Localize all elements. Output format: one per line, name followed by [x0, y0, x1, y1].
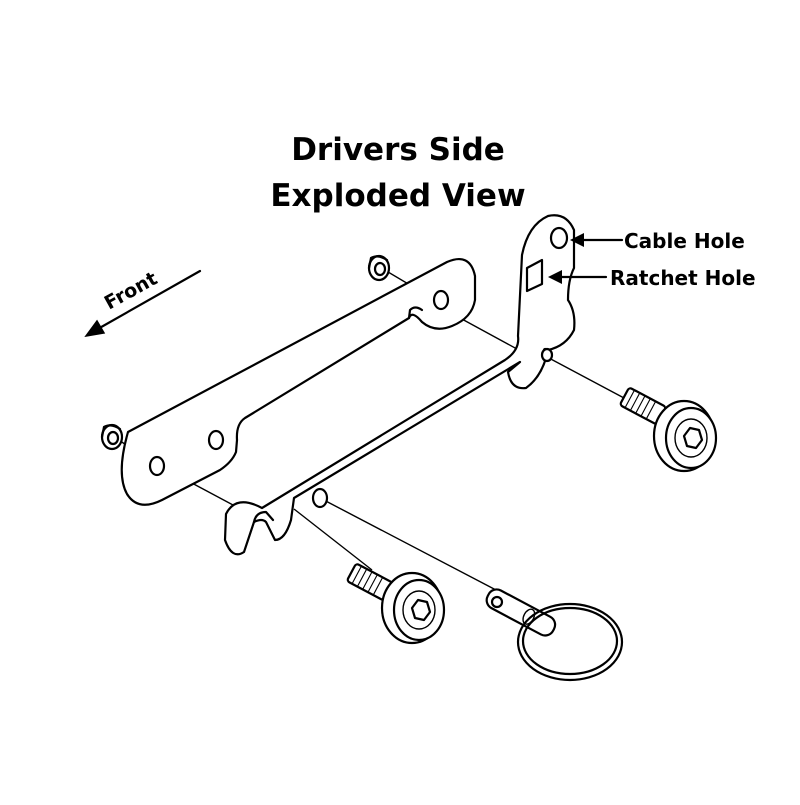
- knurled-thumb-screw-bottom: [346, 563, 446, 645]
- ratchet-hole-label: Ratchet Hole: [610, 266, 756, 290]
- cable-hole-callout-arrow: [570, 233, 624, 247]
- right-bracket-plate: [223, 214, 576, 556]
- quick-release-pin: [485, 588, 557, 637]
- title-line-2: Exploded View: [270, 178, 525, 214]
- cable-hole-label: Cable Hole: [624, 229, 745, 253]
- spacer-washer-top: [367, 254, 391, 282]
- front-direction-arrow: [84, 269, 202, 338]
- knurled-thumb-screw-right: [619, 387, 718, 473]
- title-line-1: Drivers Side: [291, 132, 505, 168]
- front-label: Front: [101, 268, 161, 315]
- left-bracket-plate: [120, 258, 477, 506]
- spacer-washer-left: [100, 423, 124, 451]
- ratchet-hole: [525, 258, 544, 293]
- split-key-ring: [516, 602, 624, 682]
- cable-hole: [549, 226, 569, 250]
- ratchet-hole-callout-arrow: [548, 270, 608, 284]
